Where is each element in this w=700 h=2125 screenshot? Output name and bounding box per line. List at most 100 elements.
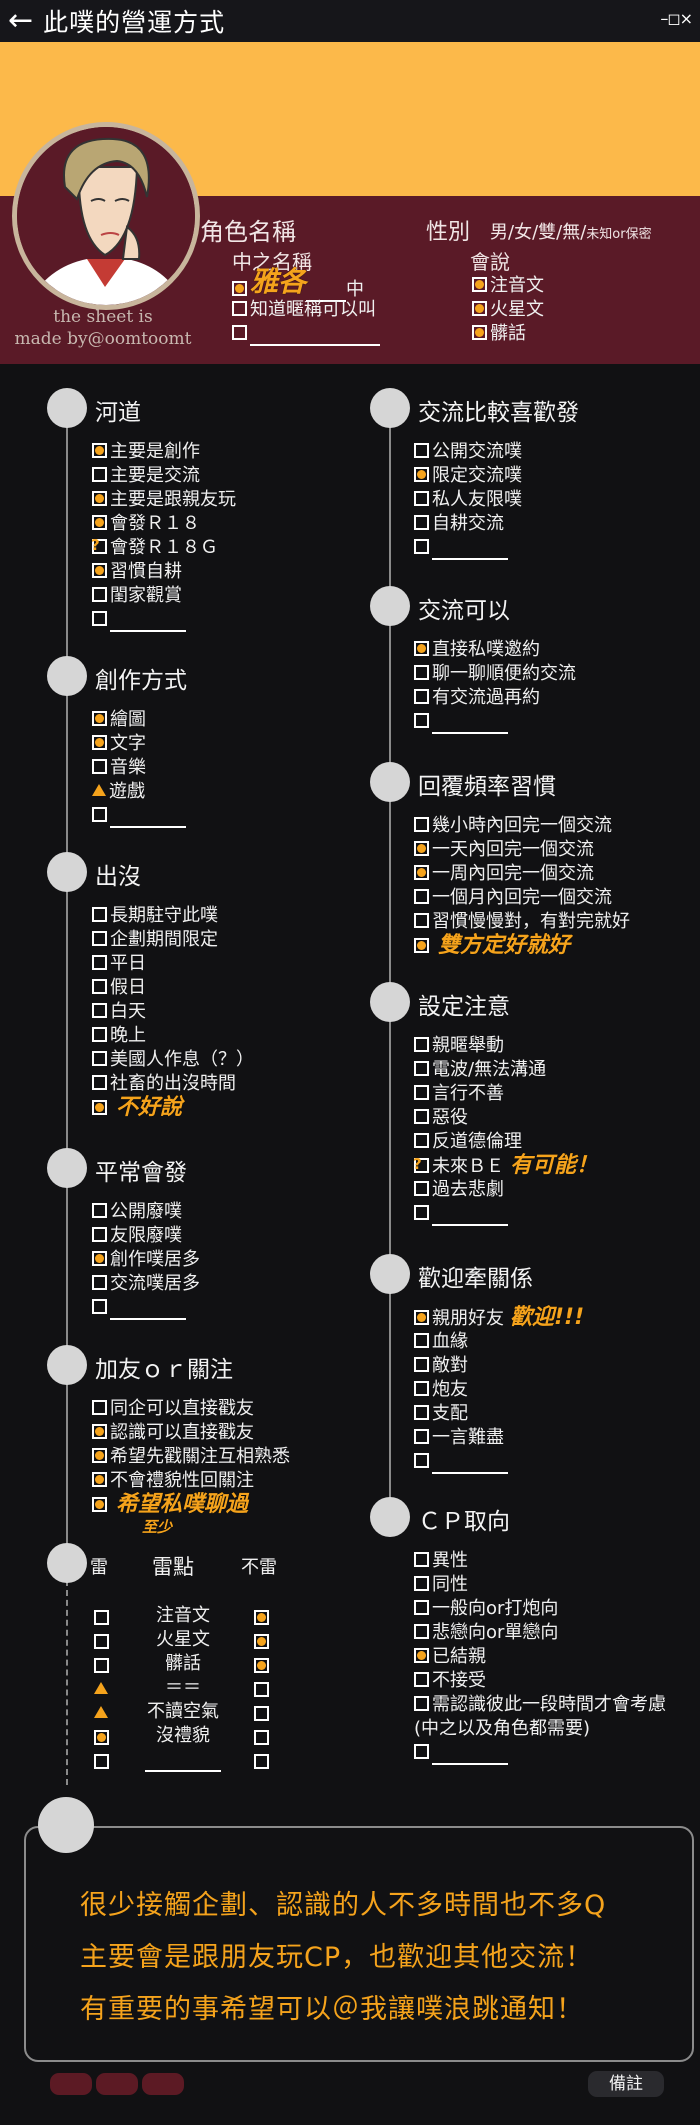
option-checkbox[interactable] [414, 1452, 429, 1468]
option-checkbox[interactable] [254, 1682, 269, 1697]
option-checkbox[interactable] [414, 466, 429, 482]
option-row[interactable]: 晚上 [92, 1024, 146, 1048]
option-checkbox[interactable] [92, 1496, 107, 1512]
option-checkbox[interactable] [92, 442, 107, 458]
option-checkbox[interactable] [414, 1060, 429, 1076]
option-checkbox[interactable] [94, 1754, 109, 1769]
option-checkbox[interactable] [254, 1754, 269, 1769]
player-name-checkbox[interactable] [232, 280, 247, 296]
option-row[interactable]: 需認識彼此一段時間才會考慮 [414, 1693, 666, 1717]
option-checkbox[interactable] [92, 586, 107, 602]
option-checkbox[interactable] [94, 1658, 109, 1673]
option-row[interactable]: 炮友 [414, 1378, 468, 1402]
option-checkbox[interactable] [92, 1399, 107, 1415]
option-row[interactable]: 有交流過再約 [414, 686, 540, 710]
option-row[interactable]: 過去悲劇 [414, 1178, 504, 1202]
option-checkbox[interactable] [92, 978, 107, 994]
option-checkbox-triangle-icon[interactable] [94, 1706, 108, 1718]
option-checkbox[interactable] [414, 1036, 429, 1052]
option-checkbox[interactable] [414, 664, 429, 680]
option-checkbox[interactable] [92, 1026, 107, 1042]
option-checkbox[interactable] [414, 1743, 429, 1759]
option-checkbox[interactable] [254, 1610, 269, 1625]
option-checkbox[interactable] [92, 562, 107, 578]
option-row[interactable]: 會發Ｒ１８ [92, 512, 200, 536]
option-row[interactable] [92, 1296, 186, 1320]
option-checkbox[interactable] [414, 888, 429, 904]
option-row[interactable]: 友限廢噗 [92, 1224, 182, 1248]
option-checkbox[interactable] [472, 300, 487, 316]
option-row[interactable]: 美國人作息（？） [92, 1048, 254, 1072]
option-checkbox[interactable] [414, 490, 429, 506]
option-checkbox[interactable] [92, 490, 107, 506]
option-row[interactable]: 希望先戳關注互相熟悉 [92, 1445, 290, 1469]
option-checkbox[interactable] [414, 1404, 429, 1420]
option-row[interactable]: 一天內回完一個交流 [414, 838, 594, 862]
option-row[interactable]: 習慣自耕 [92, 560, 182, 584]
option-row[interactable] [414, 1741, 508, 1765]
option-checkbox[interactable] [414, 1356, 429, 1372]
option-row[interactable] [92, 804, 186, 828]
lang-option[interactable]: 火星文 [472, 298, 544, 322]
option-row[interactable] [92, 608, 186, 632]
option-checkbox[interactable] [92, 1099, 107, 1115]
option-row[interactable]: 雙方定好就好 [414, 934, 570, 959]
option-checkbox-question[interactable] [413, 1152, 429, 1176]
option-checkbox[interactable] [92, 1050, 107, 1066]
option-row[interactable]: 血緣 [414, 1330, 468, 1354]
option-checkbox[interactable] [414, 712, 429, 728]
option-checkbox[interactable] [414, 688, 429, 704]
option-checkbox[interactable] [414, 1309, 429, 1325]
option-row[interactable]: 企劃期間限定 [92, 928, 218, 952]
option-checkbox[interactable] [414, 1380, 429, 1396]
option-checkbox[interactable] [254, 1634, 269, 1649]
option-row[interactable]: 同企可以直接戳友 [92, 1397, 254, 1421]
option-row[interactable]: 交流噗居多 [92, 1272, 200, 1296]
option-row[interactable]: 長期駐守此噗 [92, 904, 218, 928]
option-checkbox[interactable] [92, 1074, 107, 1090]
nick-checkbox[interactable] [232, 300, 247, 316]
option-checkbox[interactable] [92, 930, 107, 946]
option-row[interactable]: 反道德倫理 [414, 1130, 522, 1154]
option-checkbox[interactable] [254, 1730, 269, 1745]
option-row[interactable]: (中之以及角色都需要) [414, 1717, 590, 1741]
option-row[interactable]: 習慣慢慢對，有對完就好 [414, 910, 630, 934]
option-checkbox[interactable] [414, 1428, 429, 1444]
option-row[interactable]: 幾小時內回完一個交流 [414, 814, 612, 838]
option-row[interactable]: 白天 [92, 1000, 146, 1024]
option-checkbox[interactable] [414, 1332, 429, 1348]
option-row[interactable]: 一般向or打炮向 [414, 1597, 558, 1621]
option-row[interactable]: 私人友限噗 [414, 488, 522, 512]
lang-option[interactable]: 注音文 [472, 274, 544, 298]
option-checkbox[interactable] [414, 864, 429, 880]
option-checkbox[interactable] [92, 1274, 107, 1290]
option-row[interactable] [414, 1202, 508, 1226]
option-row[interactable]: 一周內回完一個交流 [414, 862, 594, 886]
option-checkbox[interactable] [92, 1202, 107, 1218]
option-checkbox[interactable] [414, 912, 429, 928]
memo-button[interactable]: 備註 [588, 2071, 664, 2097]
option-checkbox[interactable] [414, 1204, 429, 1220]
option-row[interactable] [414, 536, 508, 560]
option-checkbox[interactable] [414, 1551, 429, 1567]
option-row[interactable]: 支配 [414, 1402, 468, 1426]
window-controls-icon[interactable]: –◻× [660, 9, 693, 28]
option-checkbox[interactable] [92, 1250, 107, 1266]
option-row[interactable]: 自耕交流 [414, 512, 504, 536]
option-checkbox[interactable] [414, 840, 429, 856]
option-row[interactable]: 電波/無法溝通 [414, 1058, 546, 1082]
option-row[interactable]: 親暱舉動 [414, 1034, 504, 1058]
option-checkbox[interactable] [92, 710, 107, 726]
option-checkbox[interactable] [414, 442, 429, 458]
option-row[interactable]: 會發Ｒ１８Ｇ [91, 533, 218, 560]
option-checkbox-triangle-icon[interactable] [94, 1682, 108, 1694]
option-row[interactable]: 文字 [92, 732, 146, 756]
option-checkbox[interactable] [92, 734, 107, 750]
option-row[interactable]: 異性 [414, 1549, 468, 1573]
option-checkbox[interactable] [92, 610, 107, 626]
option-row[interactable]: 同性 [414, 1573, 468, 1597]
option-checkbox[interactable] [92, 1226, 107, 1242]
lang-option[interactable]: 髒話 [472, 322, 526, 346]
option-checkbox[interactable] [92, 1447, 107, 1463]
option-checkbox[interactable] [92, 906, 107, 922]
